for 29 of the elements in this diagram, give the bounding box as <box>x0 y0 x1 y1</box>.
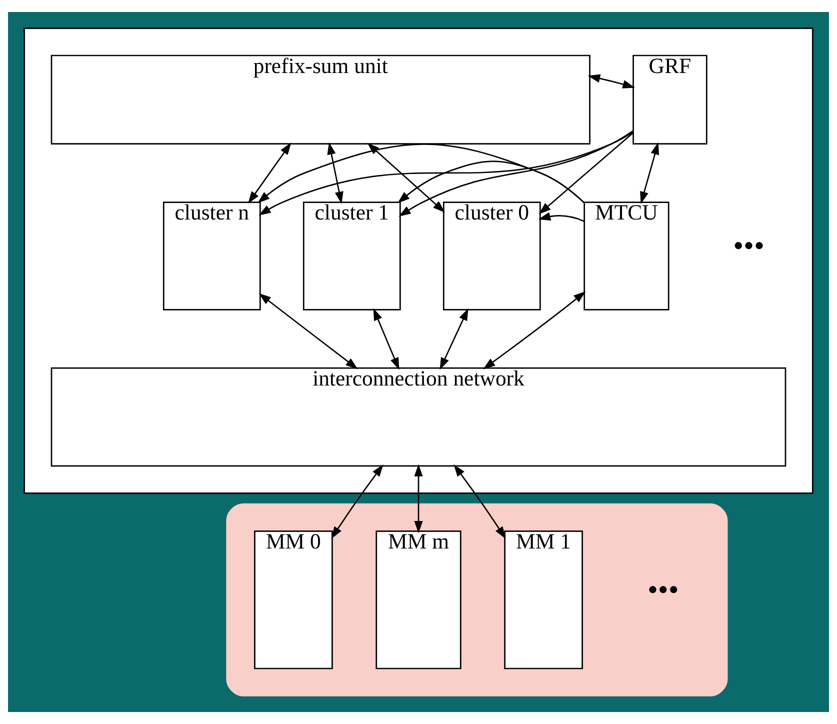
node-box: MM 1 <box>504 530 583 670</box>
label: ••• <box>647 573 679 606</box>
arrow <box>538 212 584 222</box>
node-box: interconnection network <box>50 367 786 467</box>
arrow <box>248 142 292 204</box>
arrow <box>483 291 586 370</box>
arrow <box>331 464 384 539</box>
cluster <box>24 28 814 494</box>
node-box: cluster n <box>162 202 261 310</box>
arrow <box>398 130 634 217</box>
arrow <box>327 142 344 204</box>
node-box: MTCU <box>584 202 670 310</box>
node-box: prefix-sum unit <box>50 54 590 145</box>
node-box: cluster 1 <box>302 202 401 310</box>
arrow <box>454 464 506 539</box>
arrow <box>588 74 635 88</box>
arrow <box>538 132 634 214</box>
node-box: MM 0 <box>254 530 333 670</box>
arrow <box>258 293 358 370</box>
node-box: MM m <box>376 530 462 670</box>
node-box: cluster 0 <box>442 202 541 310</box>
node-box: GRF <box>632 54 708 145</box>
arrow <box>414 464 423 534</box>
arrow <box>373 308 400 370</box>
arrow <box>640 142 660 204</box>
arrow <box>258 131 634 216</box>
cluster <box>226 503 728 696</box>
arrow <box>440 308 468 370</box>
label: ••• <box>733 229 764 262</box>
